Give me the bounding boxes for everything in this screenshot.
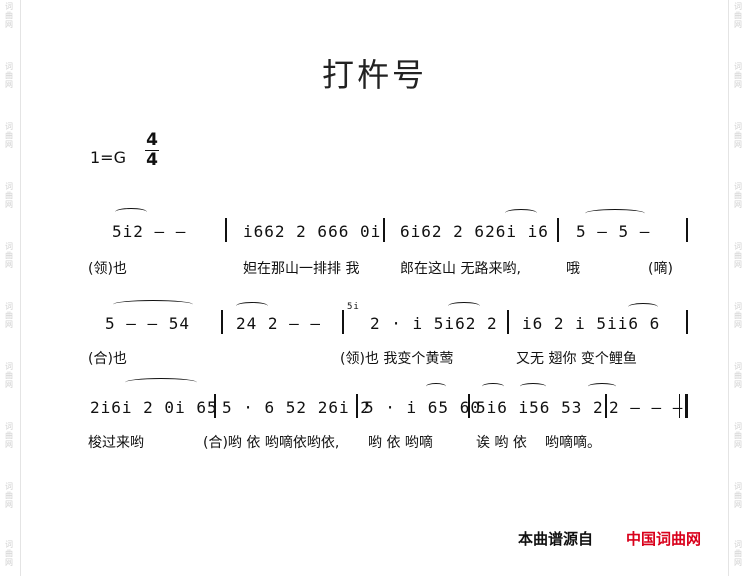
lyric: 哟 依 哟嘀 — [368, 435, 433, 451]
watermark: 词曲网 — [5, 422, 13, 449]
page-frame — [20, 0, 729, 576]
barline — [214, 394, 216, 418]
lyric: 诶 哟 依 — [476, 435, 527, 451]
watermark: 词曲网 — [5, 482, 13, 509]
watermark: 词曲网 — [734, 540, 742, 567]
time-signature-bottom: 4 — [146, 150, 158, 170]
source-label: 本曲谱源自 — [518, 530, 594, 548]
measure: 5i2 — — — [112, 222, 187, 241]
watermark: 词曲网 — [734, 302, 742, 329]
final-barline — [679, 394, 688, 418]
measure: 6i62 2 626i i6 — [400, 222, 549, 241]
watermark: 词曲网 — [734, 482, 742, 509]
watermark: 词曲网 — [5, 2, 13, 29]
watermark: 词曲网 — [734, 182, 742, 209]
barline — [468, 394, 470, 418]
watermark: 词曲网 — [734, 62, 742, 89]
slur — [448, 302, 480, 310]
barline — [356, 394, 358, 418]
measure: 5 — — 54 — [105, 314, 191, 333]
watermark: 词曲网 — [734, 2, 742, 29]
time-signature-top: 4 — [146, 130, 158, 150]
slur — [482, 383, 504, 390]
lyric: 妲在那山一排排 我 — [243, 261, 360, 277]
lyric: (领)也 我变个黄莺 — [340, 351, 454, 367]
measure: i662 2 666 0i — [243, 222, 382, 241]
measure: 5 · i 65 60 — [364, 398, 481, 417]
slur — [628, 303, 658, 311]
measure: 5i6 i56 53 2 — [476, 398, 604, 417]
barline — [225, 218, 227, 242]
song-title: 打杵号 — [321, 56, 427, 94]
slur — [505, 209, 537, 217]
slur — [520, 383, 546, 390]
grace-notes: 5i — [347, 302, 360, 312]
barline — [383, 218, 385, 242]
measure: 5 · 6 52 26i 2 — [222, 398, 371, 417]
barline — [342, 310, 344, 334]
lyric: 哦 — [566, 261, 580, 277]
measure: i6 2 i 5ii6 6 — [522, 314, 661, 333]
watermark: 词曲网 — [5, 302, 13, 329]
measure: 2i6i 2 0i 65 — [90, 398, 218, 417]
lyric: (合)也 — [88, 351, 127, 367]
lyric: (合)哟 依 哟嘀依哟依, — [203, 435, 340, 451]
barline — [686, 310, 688, 334]
watermark: 词曲网 — [5, 540, 13, 567]
watermark: 词曲网 — [5, 62, 13, 89]
slur — [585, 209, 645, 218]
slur — [125, 378, 197, 387]
watermark: 词曲网 — [734, 422, 742, 449]
measure: 5 — 5 — — [576, 222, 651, 241]
barline — [605, 394, 607, 418]
lyric: 哟嘀嘀。 — [545, 435, 601, 451]
watermark: 词曲网 — [5, 182, 13, 209]
lyric: 梭过来哟 — [88, 435, 144, 451]
barline — [507, 310, 509, 334]
time-signature: 4 4 — [145, 131, 159, 170]
watermark: 词曲网 — [734, 242, 742, 269]
barline — [686, 218, 688, 242]
measure: 24 2 — — — [236, 314, 322, 333]
watermark: 词曲网 — [5, 242, 13, 269]
lyric: (嘀) — [648, 261, 673, 277]
watermark: 词曲网 — [734, 122, 742, 149]
slur — [115, 208, 147, 216]
measure: 2 — — — — [609, 398, 684, 417]
barline — [221, 310, 223, 334]
slur — [426, 383, 446, 390]
lyric: (领)也 — [88, 261, 127, 277]
measure: 2 · i 5i62 2 — [370, 314, 498, 333]
lyric: 郎在这山 无路来哟, — [400, 261, 521, 277]
watermark: 词曲网 — [734, 362, 742, 389]
lyric: 又无 翅你 变个鲤鱼 — [516, 351, 637, 367]
watermark: 词曲网 — [5, 362, 13, 389]
site-name-link[interactable]: 中国词曲网 — [626, 530, 702, 548]
barline — [557, 218, 559, 242]
slur — [236, 302, 268, 310]
key-signature: 1=G — [90, 148, 126, 167]
watermark: 词曲网 — [5, 122, 13, 149]
slur — [588, 383, 616, 390]
slur — [113, 300, 193, 309]
